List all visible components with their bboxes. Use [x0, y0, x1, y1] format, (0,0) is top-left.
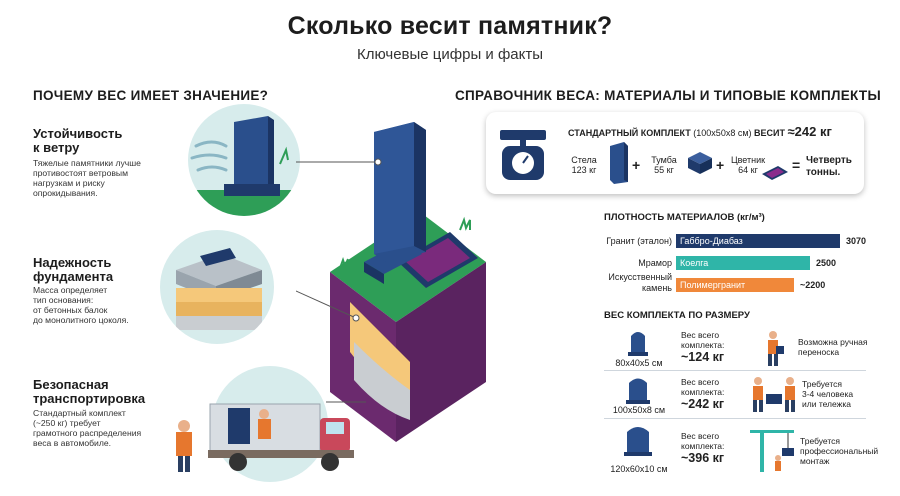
- feature-transport-title: Безопасная транспортировка: [33, 377, 146, 406]
- feature-wind-text: Тяжелые памятники лучше противостоят вет…: [33, 158, 141, 198]
- kit-weight-label-3: Вес всего комплекта:: [681, 431, 725, 451]
- flowerbed-icon: [762, 166, 788, 180]
- medium-monument-icon: [626, 378, 650, 404]
- density-title: ПЛОТНОСТЬ МАТЕРИАЛОВ (кг/м³): [604, 212, 765, 223]
- kit-part-base: Тумба 55 кг: [651, 155, 677, 175]
- stele-icon: [610, 142, 628, 184]
- left-section-title: ПОЧЕМУ ВЕС ИМЕЕТ ЗНАЧЕНИЕ?: [33, 88, 269, 103]
- feature-transport-text: Стандартный комплект (~250 кг) требует г…: [33, 408, 142, 448]
- density-value-artificial: ~2200: [800, 280, 826, 290]
- density-value-marble: 2500: [816, 258, 837, 268]
- wind-monument-icon: [188, 116, 300, 216]
- kit-size-1: 80x40x5 см: [615, 358, 663, 368]
- density-bar-marble: [676, 256, 810, 270]
- feature-wind-title: Устойчивость к ветру: [33, 126, 123, 155]
- density-category-artificial: Искусственный камень: [608, 272, 672, 293]
- kit-row-divider-1: [604, 370, 866, 371]
- team-with-trolley-icon: [753, 377, 795, 412]
- foundation-layers-icon: [176, 248, 262, 330]
- truck-icon: [176, 403, 354, 472]
- kit-size-2: 100x50x8 см: [612, 405, 666, 415]
- standard-kit-total: ≈242 кг: [787, 124, 832, 139]
- right-section-title: СПРАВОЧНИК ВЕСА: МАТЕРИАЛЫ И ТИПОВЫЕ КОМ…: [455, 88, 881, 103]
- person-carrying-icon: [768, 331, 784, 366]
- base-block-icon: [688, 152, 712, 174]
- density-material-granite: Габбро-Диабаз: [680, 236, 743, 246]
- density-category-marble: Мрамор: [638, 258, 672, 268]
- kit-row-divider-2: [604, 418, 866, 419]
- feature-foundation-title: Надежность фундамента: [33, 255, 114, 284]
- kit-weight-3: ~396 кг: [681, 451, 725, 465]
- scale-icon: [500, 130, 546, 180]
- kits-title: ВЕС КОМПЛЕКТА ПО РАЗМЕРУ: [604, 310, 750, 321]
- feature-foundation-text: Масса определяет тип основания: от бетон…: [33, 285, 129, 325]
- large-monument-icon: [624, 427, 652, 456]
- density-bar-granite: [676, 234, 840, 248]
- kit-note-2: Требуется 3-4 человека или тележка: [802, 379, 854, 409]
- wind-illustration: [188, 104, 300, 216]
- kit-part-stele: Стела 123 кг: [571, 155, 597, 175]
- kit-part-flowerbed: Цветник 64 кг: [730, 155, 766, 175]
- kit-note-1: Возможна ручная переноска: [798, 337, 868, 357]
- density-material-artificial: Полимергранит: [680, 280, 746, 290]
- kit-weight-label-2: Вес всего комплекта:: [681, 377, 725, 397]
- standard-kit-header: СТАНДАРТНЫЙ КОМПЛЕКТ (100x50x8 см) ВЕСИТ…: [568, 124, 832, 139]
- monument-cross-section-illustration: [330, 122, 486, 442]
- kit-weight-1: ~124 кг: [681, 350, 725, 364]
- kit-note-3: Требуется профессиональный монтаж: [800, 436, 879, 466]
- crane-icon: [750, 430, 794, 472]
- page-title: Сколько весит памятник?: [287, 12, 613, 40]
- density-category-granite: Гранит (эталон): [606, 236, 672, 246]
- page-subtitle: Ключевые цифры и факты: [356, 46, 544, 63]
- small-monument-icon: [628, 332, 648, 356]
- connector-lines: [296, 158, 382, 403]
- kit-size-3: 120x60x10 см: [610, 464, 668, 474]
- standard-kit-card: [486, 112, 864, 194]
- kit-weight-2: ~242 кг: [681, 397, 725, 411]
- density-value-granite: 3070: [846, 236, 867, 246]
- foundation-illustration: [160, 230, 274, 344]
- kit-result: Четверть тонны.: [806, 155, 852, 178]
- density-bar-artificial: [676, 278, 794, 292]
- density-material-marble: Коелга: [680, 258, 709, 268]
- kit-weight-label-1: Вес всего комплекта:: [681, 330, 725, 350]
